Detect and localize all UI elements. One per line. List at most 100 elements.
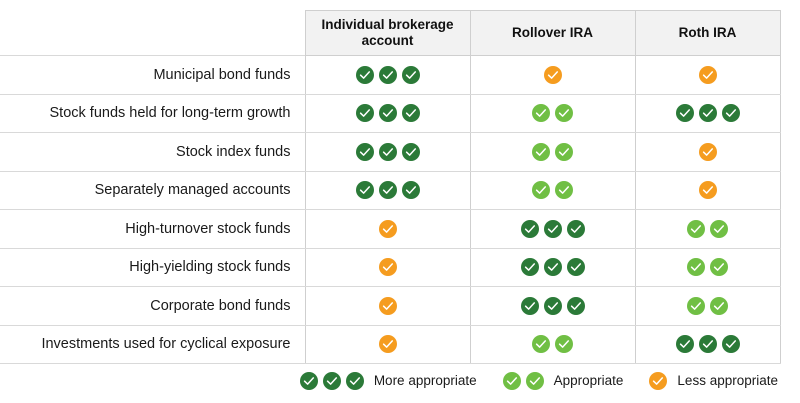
check-appropriate-icon [525,371,544,390]
check-more-appropriate-icon [543,296,562,315]
row-label: Investments used for cyclical exposure [0,324,305,364]
investment-appropriateness-table: Individual brokerage account Rollover IR… [0,10,781,364]
rating-cell [304,247,470,287]
check-more-appropriate-icon [543,258,562,277]
check-more-appropriate-icon [401,65,420,84]
row-label: High-turnover stock funds [0,209,305,249]
check-more-appropriate-icon [355,142,374,161]
row-label: Stock funds held for long-term growth [0,93,305,133]
legend-icons-less [649,371,668,390]
check-less-appropriate-icon [378,219,397,238]
rating-more [471,219,635,238]
check-less-appropriate-icon [378,335,397,354]
column-header-roth-ira: Roth IRA [634,10,781,56]
check-more-appropriate-icon [401,181,420,200]
rating-cell [634,209,781,249]
check-appropriate-icon [687,258,705,277]
rating-some [636,219,780,238]
table-row: Stock funds held for long-term growth [0,93,781,133]
rating-cell [304,93,470,133]
check-more-appropriate-icon [721,335,740,354]
legend-item-more: More appropriate [299,371,477,390]
rating-cell [469,324,635,364]
check-more-appropriate-icon [698,335,717,354]
check-more-appropriate-icon [566,296,585,315]
check-appropriate-icon [532,181,550,200]
table-row: High-turnover stock funds [0,209,781,249]
legend-label: More appropriate [373,373,477,388]
check-appropriate-icon [532,104,550,123]
rating-more [306,142,470,161]
check-more-appropriate-icon [345,371,364,390]
check-more-appropriate-icon [378,104,397,123]
rating-some [471,335,635,354]
rating-more [471,258,635,277]
check-appropriate-icon [555,335,573,354]
column-header-individual-brokerage-account: Individual brokerage account [304,10,470,56]
check-more-appropriate-icon [566,219,585,238]
rating-cell [634,132,781,172]
check-more-appropriate-icon [520,219,539,238]
rating-cell [304,209,470,249]
legend-label: Appropriate [553,373,624,388]
check-appropriate-icon [710,258,728,277]
rating-cell [469,132,635,172]
check-less-appropriate-icon [378,258,397,277]
check-more-appropriate-icon [322,371,341,390]
check-less-appropriate-icon [698,142,717,161]
row-label: Separately managed accounts [0,170,305,210]
legend-icons-more [299,371,364,390]
check-more-appropriate-icon [543,219,562,238]
rating-cell [469,55,635,95]
rating-more [636,335,780,354]
rating-cell [469,93,635,133]
check-more-appropriate-icon [675,104,694,123]
check-appropriate-icon [687,219,705,238]
rating-cell [634,286,781,326]
check-appropriate-icon [710,219,728,238]
check-more-appropriate-icon [698,104,717,123]
rating-some [471,104,635,123]
rating-cell [304,55,470,95]
rating-cell [469,209,635,249]
check-appropriate-icon [687,296,705,315]
rating-less [306,219,470,238]
check-more-appropriate-icon [675,335,694,354]
table-row: Corporate bond funds [0,286,781,326]
check-less-appropriate-icon [649,371,668,390]
check-less-appropriate-icon [543,65,562,84]
check-more-appropriate-icon [520,258,539,277]
check-more-appropriate-icon [378,181,397,200]
table-row: Stock index funds [0,132,781,172]
rating-less [636,65,780,84]
rating-cell [634,93,781,133]
check-appropriate-icon [532,335,550,354]
rating-less [306,258,470,277]
check-less-appropriate-icon [378,296,397,315]
rating-cell [304,132,470,172]
rating-cell [634,170,781,210]
rating-cell [469,170,635,210]
rating-cell [634,55,781,95]
check-more-appropriate-icon [721,104,740,123]
rating-less [306,335,470,354]
check-appropriate-icon [555,104,573,123]
check-more-appropriate-icon [355,181,374,200]
rating-more [306,181,470,200]
rating-cell [304,170,470,210]
table-header: Individual brokerage account Rollover IR… [0,10,781,56]
table-row: Investments used for cyclical exposure [0,324,781,364]
table-corner-cell [0,10,305,56]
legend: More appropriate Appropriate Less appropri… [0,358,800,403]
rating-cell [634,324,781,364]
rating-more [306,104,470,123]
rating-cell [634,247,781,287]
legend-item-less: Less appropriate [649,371,778,390]
rating-less [471,65,635,84]
row-label: Corporate bond funds [0,286,305,326]
check-appropriate-icon [502,371,521,390]
rating-less [636,181,780,200]
check-less-appropriate-icon [698,181,717,200]
